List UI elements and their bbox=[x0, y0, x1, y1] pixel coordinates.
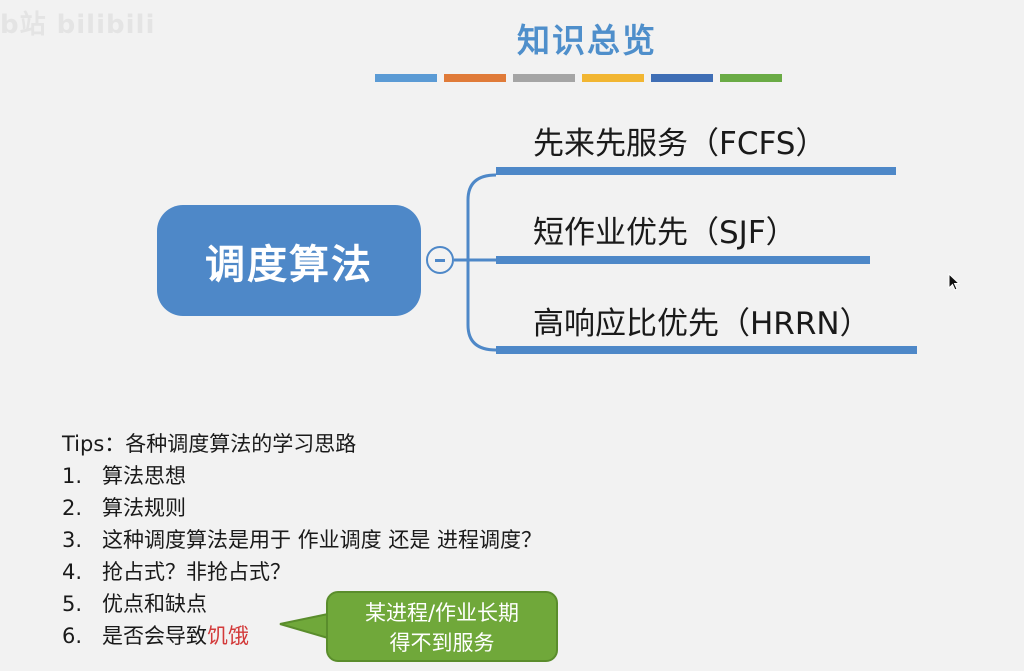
color-bar bbox=[375, 74, 437, 82]
mouse-pointer-icon bbox=[948, 273, 961, 291]
color-bar bbox=[720, 74, 782, 82]
tip-number: 5. bbox=[62, 592, 83, 616]
starvation-callout: 某进程/作业长期 得不到服务 bbox=[326, 591, 558, 662]
tip-text: 这种调度算法是用于 作业调度 还是 进程调度？ bbox=[102, 528, 543, 552]
branch-line-fcfs bbox=[496, 167, 896, 175]
tip-number: 4. bbox=[62, 560, 83, 584]
page-title: 知识总览 bbox=[517, 21, 657, 60]
callout-pointer bbox=[279, 612, 329, 640]
tip-item: 2. 算法规则 bbox=[62, 492, 542, 524]
color-bar bbox=[513, 74, 575, 82]
root-node-scheduling-algorithms[interactable]: 调度算法 bbox=[157, 205, 421, 316]
tip-text: 抢占式？非抢占式？ bbox=[102, 560, 291, 584]
branch-label-hrrn[interactable]: 高响应比优先（HRRN） bbox=[533, 306, 871, 342]
color-bar bbox=[444, 74, 506, 82]
color-bar bbox=[651, 74, 713, 82]
tip-item: 1. 算法思想 bbox=[62, 460, 542, 492]
branch-label-sjf[interactable]: 短作业优先（SJF） bbox=[533, 215, 797, 251]
tip-item: 4. 抢占式？非抢占式？ bbox=[62, 556, 542, 588]
branch-label-fcfs[interactable]: 先来先服务（FCFS） bbox=[533, 126, 827, 162]
tip-number: 3. bbox=[62, 528, 83, 552]
tip-item: 6. 是否会导致饥饿 bbox=[62, 620, 542, 652]
tip-text: 算法规则 bbox=[102, 496, 186, 520]
tips-heading: Tips：各种调度算法的学习思路 bbox=[62, 432, 357, 456]
tip-item: 5. 优点和缺点 bbox=[62, 588, 542, 620]
callout-line-2: 得不到服务 bbox=[389, 631, 495, 655]
tip-number: 1. bbox=[62, 464, 83, 488]
branch-line-sjf bbox=[496, 256, 870, 264]
tip-number: 6. bbox=[62, 624, 83, 648]
collapse-minus-icon[interactable] bbox=[426, 246, 454, 274]
callout-line-1: 某进程/作业长期 bbox=[364, 601, 520, 625]
tip-number: 2. bbox=[62, 496, 83, 520]
tip-text: 优点和缺点 bbox=[102, 592, 207, 616]
tip-text: 是否会导致 bbox=[102, 624, 207, 648]
starvation-highlight: 饥饿 bbox=[207, 624, 249, 648]
bilibili-watermark: b站 bilibili bbox=[0, 10, 156, 40]
branch-line-hrrn bbox=[496, 346, 917, 354]
tip-text: 算法思想 bbox=[102, 464, 186, 488]
tip-item: 3. 这种调度算法是用于 作业调度 还是 进程调度？ bbox=[62, 524, 542, 556]
tips-list: Tips：各种调度算法的学习思路 1. 算法思想 2. 算法规则 3. 这种调度算法是… bbox=[62, 428, 542, 652]
color-bar bbox=[582, 74, 644, 82]
